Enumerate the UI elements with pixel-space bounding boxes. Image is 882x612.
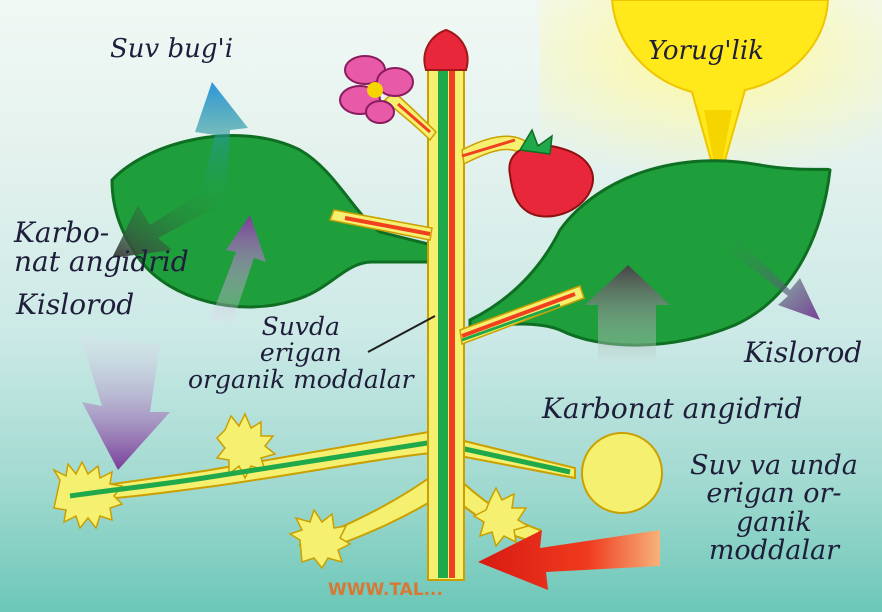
watermark: WWW.TAL...	[328, 582, 443, 600]
label-o2-right: Kislorod	[744, 338, 862, 367]
label-o2-left: Kislorod	[16, 290, 134, 319]
label-co2-right: Karbonat angidrid	[542, 394, 802, 423]
label-light: Yorug'lik	[648, 38, 764, 65]
label-water-vapor: Suv bug'i	[110, 36, 233, 63]
label-dissolved-organic: Suvda erigan organik moddalar	[188, 314, 414, 393]
label-co2-left: Karbo- nat angidrid	[14, 218, 189, 277]
label-water-solution: Suv va unda erigan or- ganik moddalar	[690, 452, 858, 565]
water-sphere	[582, 433, 662, 513]
